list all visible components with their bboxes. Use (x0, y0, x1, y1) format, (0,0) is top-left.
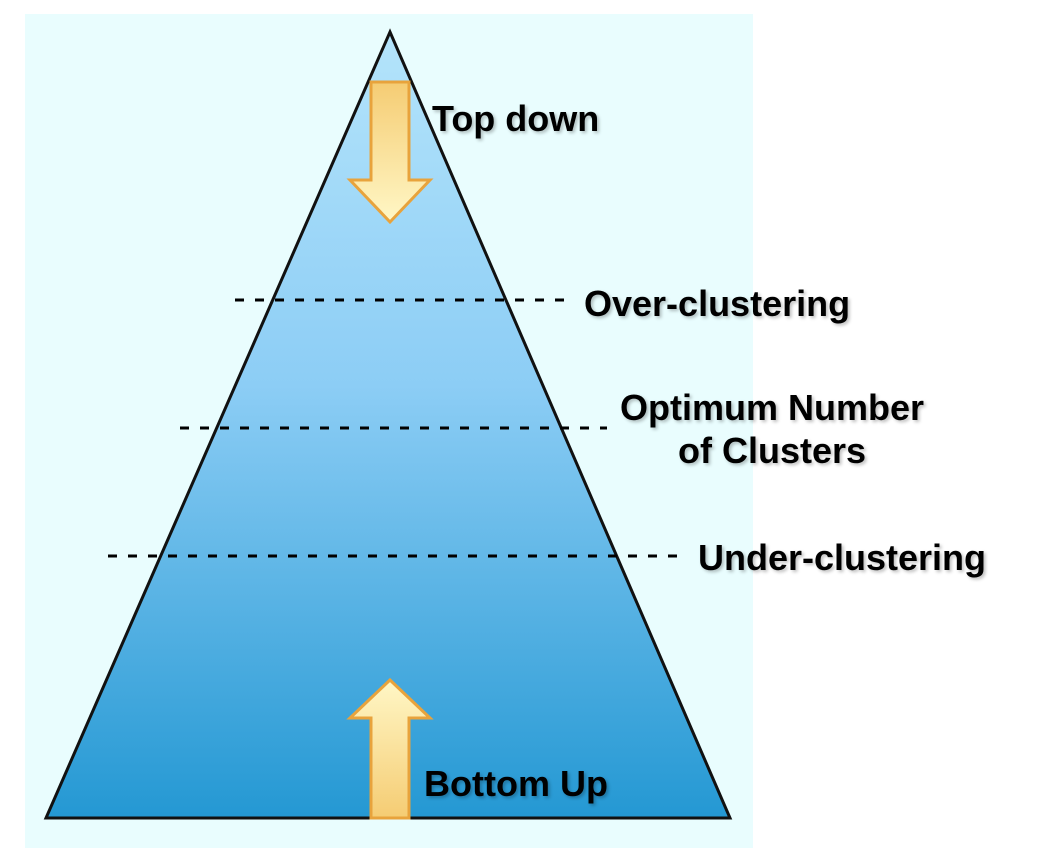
under-clustering-label: Under-clustering (698, 537, 987, 578)
down-arrow-icon (346, 80, 434, 225)
over-clustering-label: Over-clustering (584, 283, 851, 324)
optimum-clusters-label: Optimum Number of Clusters (620, 386, 924, 472)
top-down-label: Top down (432, 98, 600, 139)
up-arrow-icon (346, 677, 434, 820)
optimum-label-line2: of Clusters (677, 430, 867, 472)
optimum-label-line1: Optimum Number (620, 387, 925, 428)
bottom-up-label: Bottom Up (424, 763, 608, 804)
